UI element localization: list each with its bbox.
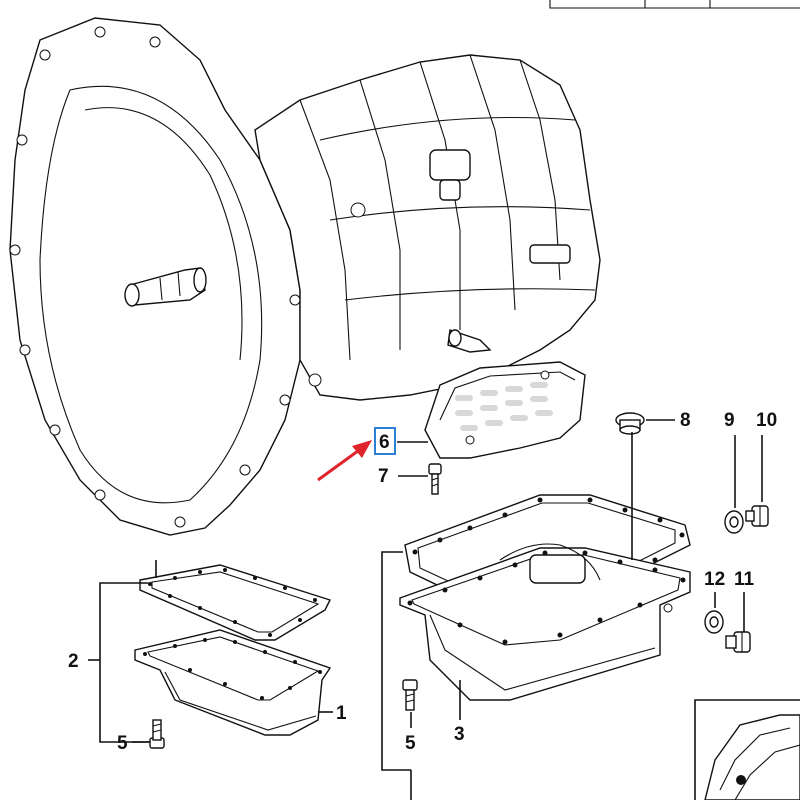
callout-11: 11 xyxy=(734,569,755,590)
callout-6-highlight xyxy=(374,427,396,455)
top-right-frame-fragment xyxy=(549,0,800,9)
callout-7: 7 xyxy=(378,466,389,487)
callout-2: 2 xyxy=(68,651,79,672)
callout-1: 1 xyxy=(336,703,347,724)
filler-plug xyxy=(615,412,645,435)
callout-10: 9 xyxy=(724,410,735,431)
filter-bolt xyxy=(428,463,442,495)
small-oil-pan xyxy=(134,629,332,736)
callout-9: 10 xyxy=(756,410,777,431)
callout-5-left: 5 xyxy=(117,733,128,754)
transmission-housing xyxy=(9,17,601,536)
leader-lines xyxy=(88,419,763,800)
callout-6: 6 xyxy=(379,432,390,453)
drain-plug-upper xyxy=(745,505,769,527)
callout-5-right: 5 xyxy=(405,733,416,754)
oil-filter-strainer xyxy=(424,361,586,459)
red-pointer-arrow xyxy=(317,440,372,482)
pan-bolt-left xyxy=(149,719,165,749)
callout-12: 12 xyxy=(704,569,725,590)
detail-inset xyxy=(694,699,800,800)
drain-plug-lower xyxy=(725,631,751,653)
sealing-washer-lower xyxy=(704,610,724,634)
sealing-washer-upper xyxy=(724,510,744,534)
callout-3: 3 xyxy=(454,724,465,745)
callout-8: 8 xyxy=(680,410,691,431)
small-oil-pan-gasket xyxy=(139,564,331,641)
large-oil-pan xyxy=(399,543,691,701)
pan-bolt-right xyxy=(402,679,418,711)
